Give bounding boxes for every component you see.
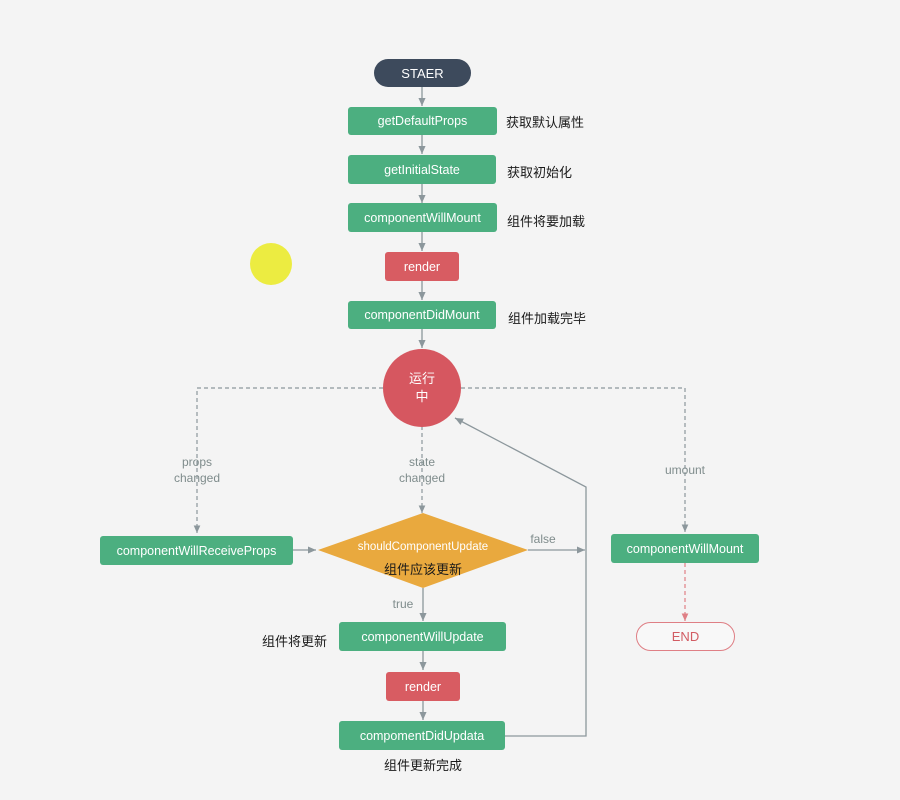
component-will-receive-props-label: componentWillReceiveProps bbox=[116, 543, 277, 558]
get-initial-state-node: getInitialState bbox=[348, 155, 496, 184]
state-changed-line2: changed bbox=[398, 471, 446, 485]
component-will-unmount-node: componentWillMount bbox=[611, 534, 759, 563]
get-default-props-note: 获取默认属性 bbox=[506, 115, 585, 130]
end-label: END bbox=[671, 629, 700, 644]
running-state-node: 运行 中 bbox=[383, 349, 461, 427]
dashed-umount-path bbox=[461, 387, 689, 532]
get-initial-state-note: 获取初始化 bbox=[507, 165, 573, 180]
end-node: END bbox=[636, 622, 735, 651]
state-changed-line1: state bbox=[408, 455, 435, 469]
props-changed-line2: changed bbox=[173, 471, 221, 485]
start-label: STAER bbox=[401, 65, 444, 81]
should-component-update-label: shouldComponentUpdate bbox=[357, 541, 489, 553]
should-update-diamond bbox=[318, 513, 528, 588]
props-changed-line1: props bbox=[181, 455, 213, 469]
render-mount-node: render bbox=[385, 252, 459, 281]
component-did-update-label: compomentDidUpdata bbox=[359, 728, 485, 743]
component-will-update-node: componentWillUpdate bbox=[339, 622, 506, 651]
state-changed-label: state changed bbox=[392, 454, 452, 486]
component-will-mount-note: 组件将要加载 bbox=[507, 214, 586, 229]
component-will-mount-label: componentWillMount bbox=[364, 210, 481, 225]
get-default-props-node: getDefaultProps bbox=[348, 107, 497, 135]
arrow-did-update-loop-back bbox=[454, 417, 587, 737]
running-label-line1: 运行 bbox=[408, 371, 435, 386]
component-will-update-label: componentWillUpdate bbox=[361, 629, 484, 644]
dashed-props-changed-path bbox=[193, 387, 383, 533]
component-will-unmount-label: componentWillMount bbox=[626, 541, 744, 556]
component-did-update-note: 组件更新完成 bbox=[384, 758, 463, 773]
umount-label: umount bbox=[664, 463, 706, 477]
component-did-update-node: compomentDidUpdata bbox=[339, 721, 505, 750]
component-will-receive-props-node: componentWillReceiveProps bbox=[100, 536, 293, 565]
false-label: false bbox=[530, 532, 556, 546]
get-initial-state-label: getInitialState bbox=[384, 162, 460, 177]
render-mount-label: render bbox=[403, 259, 441, 274]
component-will-mount-node: componentWillMount bbox=[348, 203, 497, 232]
render-update-node: render bbox=[386, 672, 460, 701]
component-did-mount-node: componentDidMount bbox=[348, 301, 496, 329]
props-changed-label: props changed bbox=[167, 454, 227, 486]
component-will-update-note: 组件将更新 bbox=[262, 634, 328, 649]
component-did-mount-label: componentDidMount bbox=[364, 308, 480, 322]
running-label-line2: 中 bbox=[415, 389, 429, 404]
true-label: true bbox=[392, 597, 414, 611]
should-component-update-note: 组件应该更新 bbox=[383, 562, 462, 577]
render-update-label: render bbox=[404, 679, 442, 694]
yellow-cursor-marker bbox=[250, 243, 292, 285]
get-default-props-label: getDefaultProps bbox=[377, 114, 468, 128]
component-did-mount-note: 组件加载完毕 bbox=[508, 311, 587, 326]
start-node: STAER bbox=[374, 59, 471, 87]
